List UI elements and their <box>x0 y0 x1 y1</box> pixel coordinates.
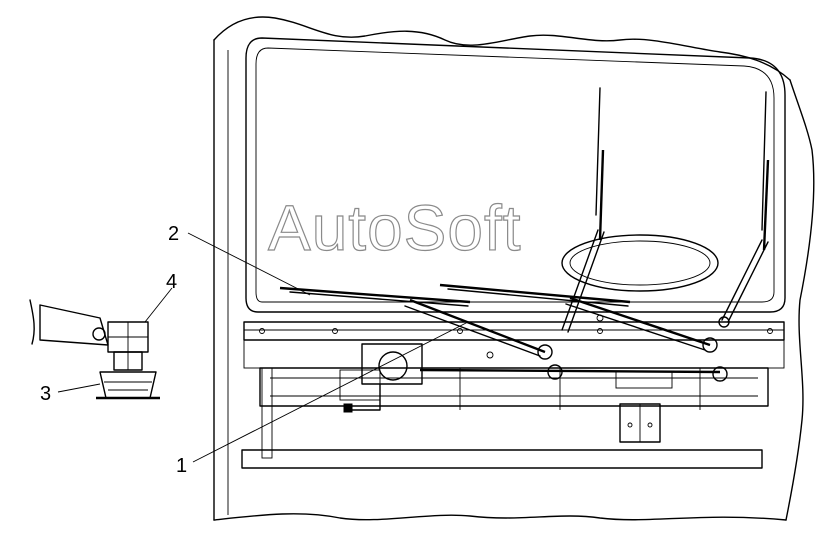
wiper-blade-raised <box>561 87 770 333</box>
leader-lines <box>57 232 469 463</box>
wiper-blade-left <box>279 286 553 360</box>
dashboard-panel <box>241 314 785 469</box>
windshield <box>245 37 786 313</box>
pivot-detail <box>29 299 160 400</box>
callout-1: 1 <box>176 455 187 477</box>
cab-outline <box>213 16 815 521</box>
callout-3: 3 <box>40 383 51 405</box>
watermark: AutoSoft <box>268 192 522 264</box>
callout-4: 4 <box>166 271 177 293</box>
callout-2: 2 <box>168 223 179 245</box>
wiper-blade-right <box>439 283 718 353</box>
washer-reservoir <box>561 234 719 292</box>
wiper-motor <box>339 343 728 413</box>
